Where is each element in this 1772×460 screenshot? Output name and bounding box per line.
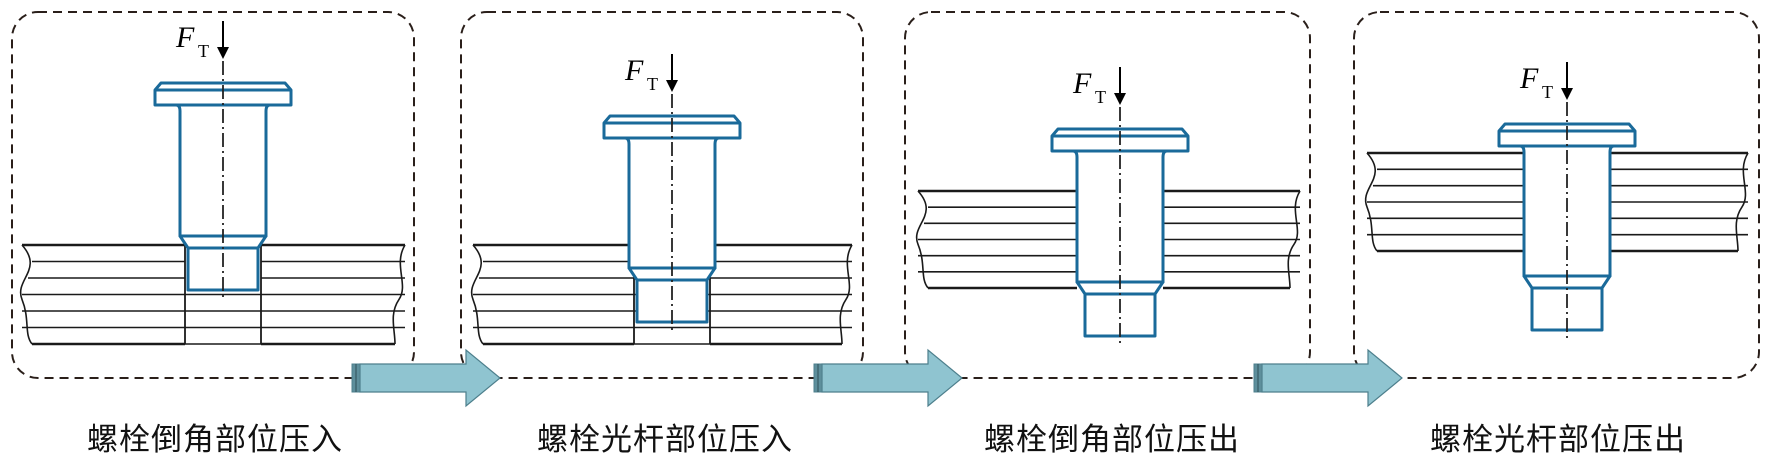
force-arrow-head-icon (1561, 88, 1573, 100)
force-arrow-head-icon (1114, 93, 1126, 105)
plate-stack (19, 243, 406, 346)
caption-stage-2: 螺栓光杆部位压入 (537, 422, 793, 458)
plate-stack (470, 243, 853, 346)
force-label: F (624, 54, 644, 87)
break-line-right (392, 244, 406, 345)
arrow-right-icon (1261, 348, 1403, 408)
plate-stack (1364, 151, 1749, 253)
caption-stage-1: 螺栓倒角部位压入 (87, 422, 343, 458)
arrow-right-icon (821, 348, 963, 408)
force-label: F (1519, 62, 1539, 95)
break-line-right (839, 244, 853, 345)
dashed-frame (904, 11, 1311, 379)
dashed-frame (1353, 11, 1760, 379)
break-line-left (915, 190, 929, 289)
force-label-subscript: T (1542, 82, 1553, 102)
transition-arrow-1 (351, 348, 501, 408)
force-label-subscript: T (1095, 87, 1106, 107)
force-arrow-head-icon (217, 47, 229, 59)
break-line-left (19, 244, 33, 345)
caption-stage-4: 螺栓光杆部位压出 (1430, 422, 1686, 458)
caption-stage-3: 螺栓倒角部位压出 (984, 422, 1240, 458)
force-label: F (175, 21, 195, 54)
break-line-right (1287, 190, 1301, 289)
plate-stack (915, 189, 1301, 290)
transition-arrow-3 (1253, 348, 1403, 408)
force-label: F (1072, 67, 1092, 100)
force-arrow-head-icon (666, 80, 678, 92)
break-line-left (470, 244, 484, 345)
break-line-right (1735, 152, 1749, 252)
force-label-subscript: T (198, 41, 209, 61)
dashed-frame (11, 11, 415, 379)
transition-arrow-2 (813, 348, 963, 408)
break-line-left (1364, 152, 1378, 252)
dashed-frame (460, 11, 864, 379)
force-label-subscript: T (647, 74, 658, 94)
arrow-right-icon (359, 348, 501, 408)
